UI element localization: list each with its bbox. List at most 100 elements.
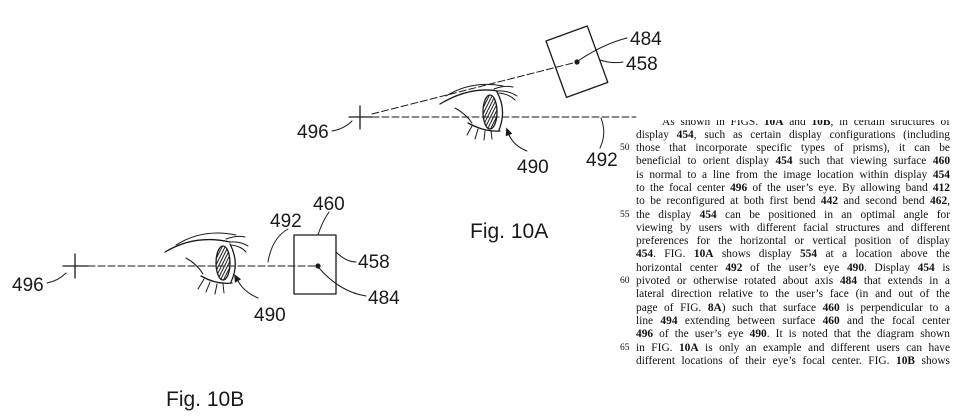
eye-corner [454,107,473,124]
label-458: 458 [626,54,658,75]
reference-numeral: 10A [678,341,699,354]
margin-line-number: 50 [620,143,630,154]
text-line: lateral direction relative to the user’s… [636,288,950,301]
lower-lashes [466,125,493,141]
figure-10a: 484 458 496 490 492 Fig. 10A [297,25,662,243]
text-line: in FIG. 10A is only an example and diffe… [620,341,950,355]
reference-numeral: 494 [660,314,678,327]
text-run: beneficial to orient display [636,155,776,168]
leader-line-484 [318,267,367,297]
text-run: line [636,314,661,327]
focal-center-cross [348,105,373,130]
figure-10b: 460 492 496 458 484 490 Fig. 10B [12,194,400,411]
label-492: 492 [270,211,302,232]
display-rectangle [545,25,609,99]
text-run: ) such that surface [721,301,823,314]
text-run: is [934,261,950,274]
label-484: 484 [368,288,400,309]
leader-line-496 [46,272,67,284]
text-run: . Display [864,261,918,274]
body-text-column: As shown in FIGS. 10A and 10B, in certai… [620,120,950,368]
text-line: is normal to a line from the image locat… [636,169,950,182]
text-run: extending between surface [677,314,823,327]
text-line: display 454, such as certain display con… [636,129,950,142]
reference-numeral: 442 [820,195,839,208]
text-run: As shown in FIGS. [662,120,764,128]
reference-numeral: 490 [749,328,767,341]
reference-numeral: 492 [725,261,743,274]
margin-line-number: 55 [620,209,630,220]
text-run: preferences for the horizontal or vertic… [636,235,950,248]
text-run: pivoted or otherwise rotated about axis [636,275,840,288]
lower-eyelid [467,122,501,132]
text-line: different locations of their eye’s focal… [636,355,950,368]
arrow-490 [237,280,259,299]
reference-numeral: 462 [930,195,948,208]
iris [215,245,231,281]
text-run: lateral direction relative to the user’s… [636,288,950,301]
text-run: display [636,128,677,141]
cornea [496,91,504,131]
text-run: can be positioned in an optimal angle fo… [716,208,950,221]
text-run: to the focal center [636,181,731,194]
text-run: different locations of their eye’s focal… [636,354,896,367]
reference-numeral: 554 [799,248,818,261]
figure-caption: Fig. 10A [470,220,548,243]
reference-numeral: 10A [693,248,714,261]
text-run: . FIG. [653,248,694,261]
eyelid-crease [445,83,504,97]
label-460: 460 [313,194,345,215]
text-run: to be reconfigured at both first bend [636,195,821,208]
label-490: 490 [254,305,286,326]
leader-line-484 [577,37,628,62]
text-run: horizontal center [636,261,726,274]
reference-numeral: 454 [775,155,793,168]
reference-numeral: 412 [932,181,950,194]
upper-lashes [493,85,518,101]
text-run: . It is noted that the diagram shown [766,328,950,341]
reference-numeral: 484 [839,275,858,288]
leader-line-492 [599,117,605,149]
text-run: , [947,195,950,208]
text-run: the display [636,208,700,221]
text-line: 496 of the user’s eye 490. It is noted t… [636,328,950,341]
lower-lashes [197,278,225,295]
label-484: 484 [630,29,662,50]
text-run: and second bend [838,195,931,208]
leader-line-460 [317,211,330,236]
lower-eyelid [200,275,233,284]
text-line: horizontal center 492 of the user’s eye … [636,262,950,275]
reference-numeral: 454 [676,128,694,141]
text-run: and [783,120,812,128]
cornea [229,243,236,283]
text-run: shows display [713,248,800,261]
text-run: of the user’s eye [742,261,847,274]
leader-line-458 [599,59,624,64]
text-run: that extends in a [857,275,950,288]
arrowhead-icon [505,127,513,137]
text-line: to be reconfigured at both first bend 44… [636,195,950,208]
text-run: page of FIG. [636,301,708,314]
upper-eyelid [439,89,499,105]
reference-numeral: 460 [822,314,840,327]
text-line: 454. FIG. 10A shows display 554 at a loc… [636,248,950,261]
text-run: shows [915,354,951,367]
eye-drawing [164,232,249,295]
upper-eyelid [164,238,231,253]
display-rectangle [293,234,337,295]
text-line: the display 454 can be positioned in an … [620,208,950,222]
text-run: , such as certain display configurations… [693,128,950,141]
sight-line-to-display [371,61,578,115]
reference-numeral: 10A [763,120,784,128]
label-490: 490 [517,157,549,178]
eyelid-crease [175,232,237,246]
margin-line-number: 60 [620,276,630,287]
text-line: page of FIG. 8A) such that surface 460 i… [636,302,950,315]
text-line: pivoted or otherwise rotated about axis … [620,275,950,288]
text-run: is normal to a line from the image locat… [636,168,933,181]
text-line: beneficial to orient display 454 such th… [636,155,950,168]
reference-numeral: 490 [846,261,865,274]
focal-center-cross [62,253,89,279]
text-run: at a location above the [817,248,950,261]
